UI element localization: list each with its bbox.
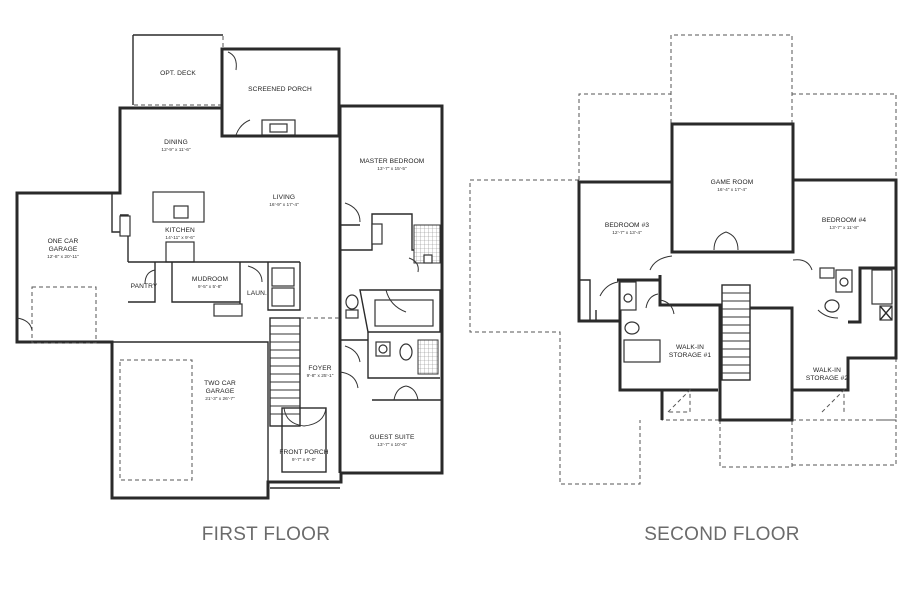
room-dimension: 13'-7" x 15'-5" (377, 166, 407, 172)
first-floor-labels: OPT. DECK SCREENED PORCH DINING 12'-9" x… (47, 70, 424, 463)
toilet-icon (624, 321, 640, 335)
room-dimension: 9'-5" x 5'-8" (198, 284, 222, 290)
toilet-icon (824, 299, 840, 313)
room-label: OPT. DECK (160, 70, 196, 77)
room-label: SCREENED PORCH (248, 86, 312, 93)
room-label: BEDROOM #4 (822, 217, 866, 224)
two-car-garage-door (119, 359, 193, 481)
room-dimension: 9'-8" x 25'-1" (307, 373, 334, 379)
room-label: STORAGE #1 (669, 352, 712, 359)
game-room-walls (670, 122, 795, 254)
guest-toilet-icon (399, 343, 413, 361)
tub-icon (623, 339, 661, 363)
room-label: MUDROOM (192, 276, 228, 283)
first-floor-stairs (269, 317, 301, 427)
room-dimension: 14'-11" x 9'-6" (165, 235, 194, 241)
second-floor-plan (469, 34, 898, 485)
room-dimension: 12'-7" x 13'-4" (612, 230, 642, 236)
room-label: GAME ROOM (711, 179, 754, 186)
room-dimension: 16'-4" x 17'-4" (717, 187, 747, 193)
room-dimension: 16'-9" x 17'-4" (269, 202, 299, 208)
second-floor-labels: GAME ROOM 16'-4" x 17'-4" BEDROOM #3 12'… (605, 179, 866, 382)
room-label: MASTER BEDROOM (360, 158, 425, 165)
room-dimension: 9'-7" x 6'-0" (292, 457, 316, 463)
room-dimension: 12'-9" x 11'-6" (161, 147, 190, 153)
room-label: FRONT PORCH (279, 449, 328, 456)
room-dimension: 13'-7" x 10'-6" (377, 442, 407, 448)
tub-icon (871, 269, 893, 305)
first-floor-title: FIRST FLOOR (202, 524, 331, 545)
room-label: LIVING (273, 194, 295, 201)
room-label: ONE CAR (48, 238, 79, 245)
second-floor-stairs (721, 284, 751, 381)
front-porch-outline (281, 407, 327, 473)
toilet-icon (345, 294, 359, 310)
room-dimension: 12'-8" x 20'-11" (47, 254, 79, 260)
room-label: FOYER (308, 365, 331, 372)
room-label: TWO CAR (204, 380, 236, 387)
room-dimension: 21'-3" x 26'-7" (205, 396, 235, 402)
room-label: GARAGE (206, 388, 235, 395)
sink-icon (371, 223, 383, 245)
room-label: KITCHEN (165, 227, 195, 234)
tub-icon (374, 299, 434, 327)
room-dimension: 13'-7" x 11'-8" (829, 225, 858, 231)
room-label: WALK-IN (676, 344, 704, 351)
room-label: STORAGE #2 (806, 375, 849, 382)
room-label: BEDROOM #3 (605, 222, 649, 229)
first-floor-plan (15, 34, 444, 500)
room-label: GUEST SUITE (370, 434, 415, 441)
room-label: GARAGE (49, 246, 78, 253)
one-car-garage-door (31, 286, 97, 344)
room-label: LAUN. (247, 290, 267, 297)
room-label: DINING (164, 139, 188, 146)
guest-shower-icon (417, 339, 439, 375)
second-floor-title: SECOND FLOOR (644, 524, 800, 545)
room-label: WALK-IN (813, 367, 841, 374)
room-label: PANTRY (131, 283, 158, 290)
